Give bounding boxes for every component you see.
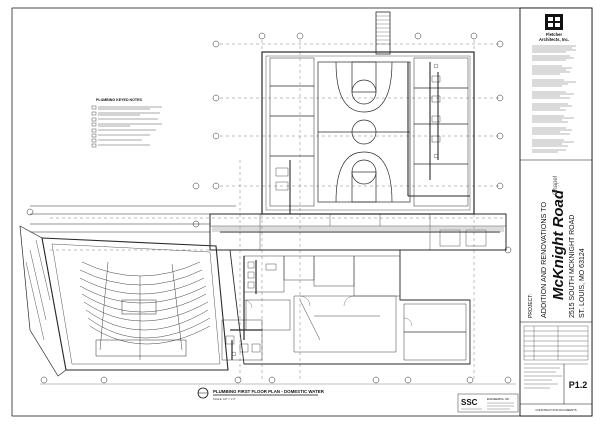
chapel (19, 225, 229, 377)
sheet-footer: CONSTRUCTION DOCUMENTS (535, 408, 576, 412)
keyed-notes: PLUMBING KEYED NOTES (91, 98, 162, 148)
project-line2-sub: Chapel (553, 175, 559, 195)
consultant-logo: SSC (461, 398, 478, 407)
basketball-court (317, 61, 411, 203)
corridor-shade (212, 226, 504, 232)
project-label: PROJECT: (528, 294, 534, 318)
firm-name-line2: Architects, Inc. (539, 37, 569, 42)
project-name-block: PROJECT: ADDITION AND RENOVATIONS TO McK… (528, 175, 586, 318)
consultant-name: ENGINEERING, INC. (487, 398, 510, 401)
project-line3: 2515 SOUTH MCKNIGHT ROAD (569, 215, 576, 318)
floor-plan (19, 11, 516, 385)
notes-title: PLUMBING KEYED NOTES (96, 98, 143, 102)
drawing-title: PLUMBING FIRST FLOOR PLAN - DOMESTIC WAT… (213, 389, 325, 394)
revision-table (523, 325, 589, 361)
project-line1: ADDITION AND RENOVATIONS TO (539, 202, 548, 318)
consultant-stamp: SSC ENGINEERING, INC. (457, 393, 519, 413)
project-line2: McKnight Road (550, 189, 567, 300)
sheet-border (11, 7, 593, 417)
drawing-title-block: PLUMBING FIRST FLOOR PLAN - DOMESTIC WAT… (197, 387, 325, 401)
firm-info-lines (532, 45, 576, 153)
title-block: Fletcher Architects, Inc. (519, 7, 593, 417)
project-line4: ST. LOUIS, MO 63124 (579, 248, 586, 318)
firm-name-line1: Fletcher (546, 32, 563, 37)
sheet-number: P1.2 (569, 380, 588, 390)
drawing-scale: SCALE: 1/8" = 1'-0" (213, 397, 236, 401)
firm-logo: Fletcher Architects, Inc. (539, 14, 569, 42)
